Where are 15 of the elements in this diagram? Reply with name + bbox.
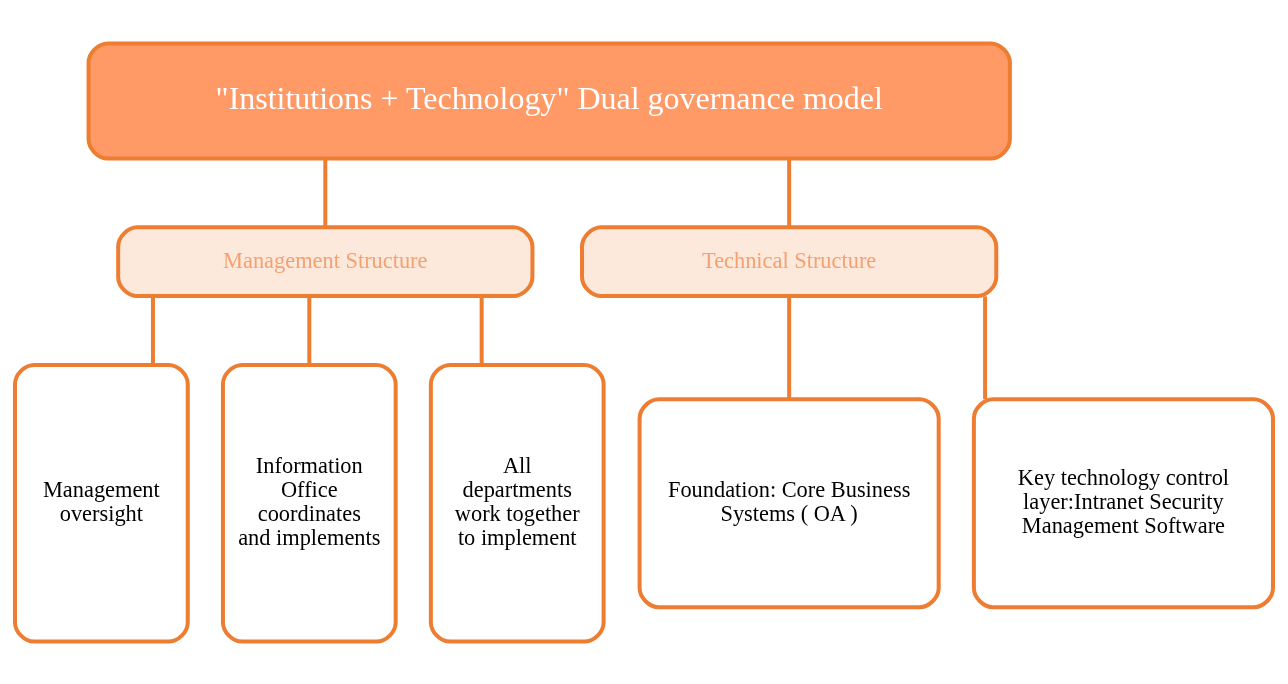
node-box: Foundation: Core Business Systems ( OA )	[637, 396, 941, 609]
node-box: Management Structure	[116, 224, 535, 298]
connector	[983, 295, 988, 399]
node-box: Technical Structure	[580, 224, 999, 298]
node-box: "Institutions + Technology" Dual governance model	[86, 40, 1012, 161]
connector	[150, 295, 155, 365]
node-box: Management oversight	[13, 362, 190, 644]
node-box: Key technology control layer:Intranet Security Management Software	[971, 396, 1275, 609]
connector	[323, 158, 328, 227]
node-box: All departments work together to implement	[428, 362, 606, 644]
node-box: Information Office coordinates and implements	[220, 362, 398, 644]
connector	[479, 295, 484, 365]
connector	[787, 158, 792, 227]
connector	[307, 295, 312, 365]
connector	[787, 295, 792, 399]
